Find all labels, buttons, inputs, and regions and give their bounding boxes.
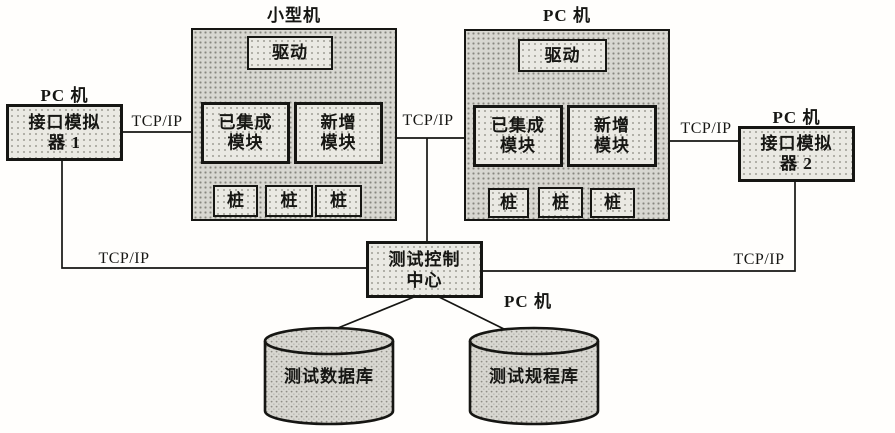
control-center-line2: 中心 — [406, 270, 443, 290]
link-sim2-to-control-center — [482, 181, 796, 272]
mini-integrated-module-box: 已集成 模块 — [201, 102, 290, 164]
mini-integrated-line1: 已集成 — [218, 113, 273, 132]
pc-host-title: PC 机 — [543, 6, 591, 25]
pc-stub-3-box: 桩 — [590, 188, 635, 218]
interface-simulator-1-box: 接口模拟 器 1 — [6, 104, 123, 161]
tcpip-label-bottom-left: TCP/IP — [98, 250, 150, 267]
database-cylinder-left — [263, 341, 395, 426]
tcpip-label-bottom-right: TCP/IP — [733, 251, 785, 268]
database-cylinder-right-top — [468, 326, 600, 356]
minicomputer-title: 小型机 — [267, 6, 321, 25]
pc-integrated-line2: 模块 — [500, 136, 536, 155]
sim2-name-line1: 接口模拟 — [760, 134, 833, 153]
link-sim1-to-control-center — [61, 160, 367, 269]
pc-integrated-line1: 已集成 — [491, 116, 545, 135]
pc-new-module-box: 新增 模块 — [567, 105, 657, 167]
tcpip-label-right: TCP/IP — [680, 120, 732, 137]
sim1-machine-label: PC 机 — [40, 86, 89, 105]
mini-integrated-line2: 模块 — [227, 133, 264, 152]
sim2-name-line2: 器 2 — [780, 154, 813, 173]
test-procedure-database-label: 测试规程库 — [489, 367, 579, 386]
control-center-line1: 测试控制 — [388, 249, 461, 269]
mini-stub-2-box: 桩 — [265, 185, 313, 217]
sim1-name-line1: 接口模拟 — [28, 112, 101, 132]
pc-driver-box: 驱动 — [518, 39, 607, 72]
mini-stub-1-box: 桩 — [213, 185, 258, 217]
mini-stub-3-box: 桩 — [315, 185, 362, 217]
test-database-label: 测试数据库 — [284, 367, 374, 386]
mini-new-line2: 模块 — [320, 133, 357, 152]
link-control-center-to-test-database — [332, 296, 415, 331]
pc-stub-2-box: 桩 — [538, 187, 583, 218]
pc-new-line2: 模块 — [594, 136, 630, 155]
control-center-machine-label: PC 机 — [504, 292, 552, 311]
pc-integrated-module-box: 已集成 模块 — [473, 105, 563, 167]
sim2-machine-label: PC 机 — [772, 108, 821, 127]
tcpip-label-left: TCP/IP — [131, 113, 183, 130]
mini-new-module-box: 新增 模块 — [294, 102, 383, 164]
interface-simulator-2-box: 接口模拟 器 2 — [738, 126, 855, 182]
sim1-name-line2: 器 1 — [48, 132, 81, 152]
link-control-center-to-procedure-database — [438, 296, 507, 331]
database-cylinder-left-top — [263, 326, 395, 356]
tcpip-label-middle: TCP/IP — [402, 112, 454, 129]
database-cylinder-right — [468, 341, 600, 426]
pc-stub-1-box: 桩 — [488, 188, 529, 218]
mini-new-line1: 新增 — [320, 113, 357, 132]
mini-driver-box: 驱动 — [247, 36, 333, 70]
test-control-center-box: 测试控制 中心 — [366, 241, 483, 298]
pc-new-line1: 新增 — [594, 116, 630, 135]
